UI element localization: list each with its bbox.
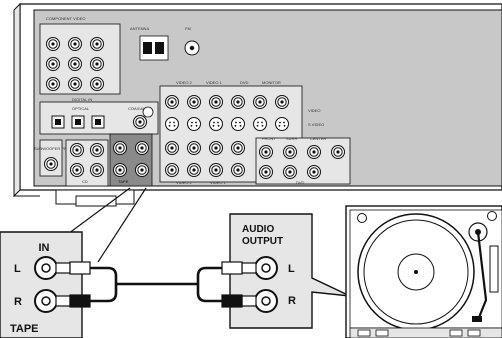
receiver-rear-panel: COMPONENT VIDEO ANTENNA FM DIGITAL IN OP… xyxy=(14,4,502,206)
video-jack[interactable] xyxy=(210,96,223,109)
zoom-in-label: IN xyxy=(39,242,50,254)
plug-white-left xyxy=(70,262,90,274)
zoom-left-l-label: L xyxy=(14,263,21,275)
zoom-left-r-label: R xyxy=(14,296,22,308)
surr-jack[interactable] xyxy=(284,166,297,179)
dvd-bottom-label: DVD xyxy=(296,180,305,185)
s-video-jack[interactable] xyxy=(232,118,245,131)
video-jack[interactable] xyxy=(232,96,245,109)
surr-jack[interactable] xyxy=(284,146,297,159)
component-jack[interactable] xyxy=(47,78,60,91)
video-label: VIDEO xyxy=(308,108,320,113)
tape-out-jack-l[interactable] xyxy=(114,142,127,155)
digital-in-label: DIGITAL IN xyxy=(72,97,92,102)
tape-in-jack-l[interactable] xyxy=(136,142,149,155)
component-jack[interactable] xyxy=(91,38,104,51)
video2-bottom-label: VIDEO 2 xyxy=(176,180,193,185)
video-jack[interactable] xyxy=(166,96,179,109)
zoom-tape-label: TAPE xyxy=(10,323,39,335)
cd-jack-r[interactable] xyxy=(71,164,84,177)
audio-output-title-2: OUTPUT xyxy=(242,236,283,247)
s-video-jack[interactable] xyxy=(276,118,289,131)
component-jack[interactable] xyxy=(91,78,104,91)
front-jack[interactable] xyxy=(260,146,273,159)
zoom-right-l-label: L xyxy=(288,263,295,275)
center-jack[interactable] xyxy=(332,146,345,159)
audio-jack-l[interactable] xyxy=(166,142,179,155)
plug-black-right xyxy=(222,295,242,307)
cd-label: CD xyxy=(82,179,88,184)
turntable xyxy=(346,206,502,338)
s-video-jack[interactable] xyxy=(188,118,201,131)
audio-jack-l[interactable] xyxy=(210,142,223,155)
monitor-label: MONITOR xyxy=(262,80,281,85)
tape-out-jack-r[interactable] xyxy=(114,164,127,177)
tape-block xyxy=(110,134,152,186)
component-jack[interactable] xyxy=(91,58,104,71)
tape-in-jack-r[interactable] xyxy=(136,164,149,177)
video-jack[interactable] xyxy=(188,96,201,109)
surr-label: SURR xyxy=(286,136,297,141)
fm-label: FM xyxy=(185,26,191,31)
optical-jack[interactable] xyxy=(92,116,104,128)
plug-white-right xyxy=(222,262,242,274)
cd-jack-l[interactable] xyxy=(71,144,84,157)
optical-label: OPTICAL xyxy=(72,106,90,111)
optical-jack[interactable] xyxy=(52,116,64,128)
front-jack[interactable] xyxy=(260,166,273,179)
tape-in-zoom: IN L R TAPE xyxy=(0,232,82,338)
zoom-right-r-label: R xyxy=(288,295,296,307)
video-jack[interactable] xyxy=(254,96,267,109)
optical-jack[interactable] xyxy=(72,116,84,128)
component-jack[interactable] xyxy=(69,78,82,91)
audio-jack-r[interactable] xyxy=(210,164,223,177)
component-jack[interactable] xyxy=(47,38,60,51)
center-label: CENTER xyxy=(310,136,327,141)
video1-bottom-label: VIDEO 1 xyxy=(210,180,227,185)
component-jack[interactable] xyxy=(47,58,60,71)
video2-label: VIDEO 2 xyxy=(176,80,193,85)
audio-output-title-1: AUDIO xyxy=(242,224,274,235)
audio-jack-r[interactable] xyxy=(232,164,245,177)
component-jack[interactable] xyxy=(69,58,82,71)
video1-label: VIDEO 1 xyxy=(206,80,223,85)
audio-jack-l[interactable] xyxy=(232,142,245,155)
s-video-jack[interactable] xyxy=(166,118,179,131)
coaxial-jack[interactable] xyxy=(134,116,147,129)
dvd-label: DVD xyxy=(240,80,249,85)
subwoofer-jack[interactable] xyxy=(45,158,58,171)
audio-jack-r[interactable] xyxy=(188,164,201,177)
component-jack[interactable] xyxy=(69,38,82,51)
center-jack[interactable] xyxy=(308,146,321,159)
tape-panel-label: TAPE xyxy=(118,179,129,184)
s-video-jack[interactable] xyxy=(254,118,267,131)
s-video-label: S VIDEO xyxy=(308,122,324,127)
rca-cable xyxy=(56,262,256,307)
component-video-label: COMPONENT VIDEO xyxy=(46,16,86,21)
monitor-out-jack[interactable] xyxy=(276,96,289,109)
cd-jack-in[interactable] xyxy=(91,144,104,157)
subwoofer-jack[interactable] xyxy=(308,166,321,179)
audio-jack-l[interactable] xyxy=(188,142,201,155)
cd-jack-in[interactable] xyxy=(91,164,104,177)
s-video-jack[interactable] xyxy=(210,118,223,131)
front-label: FRONT xyxy=(262,136,276,141)
antenna-label: ANTENNA xyxy=(130,26,149,31)
plug-black-left xyxy=(70,295,90,307)
audio-jack-r[interactable] xyxy=(166,164,179,177)
